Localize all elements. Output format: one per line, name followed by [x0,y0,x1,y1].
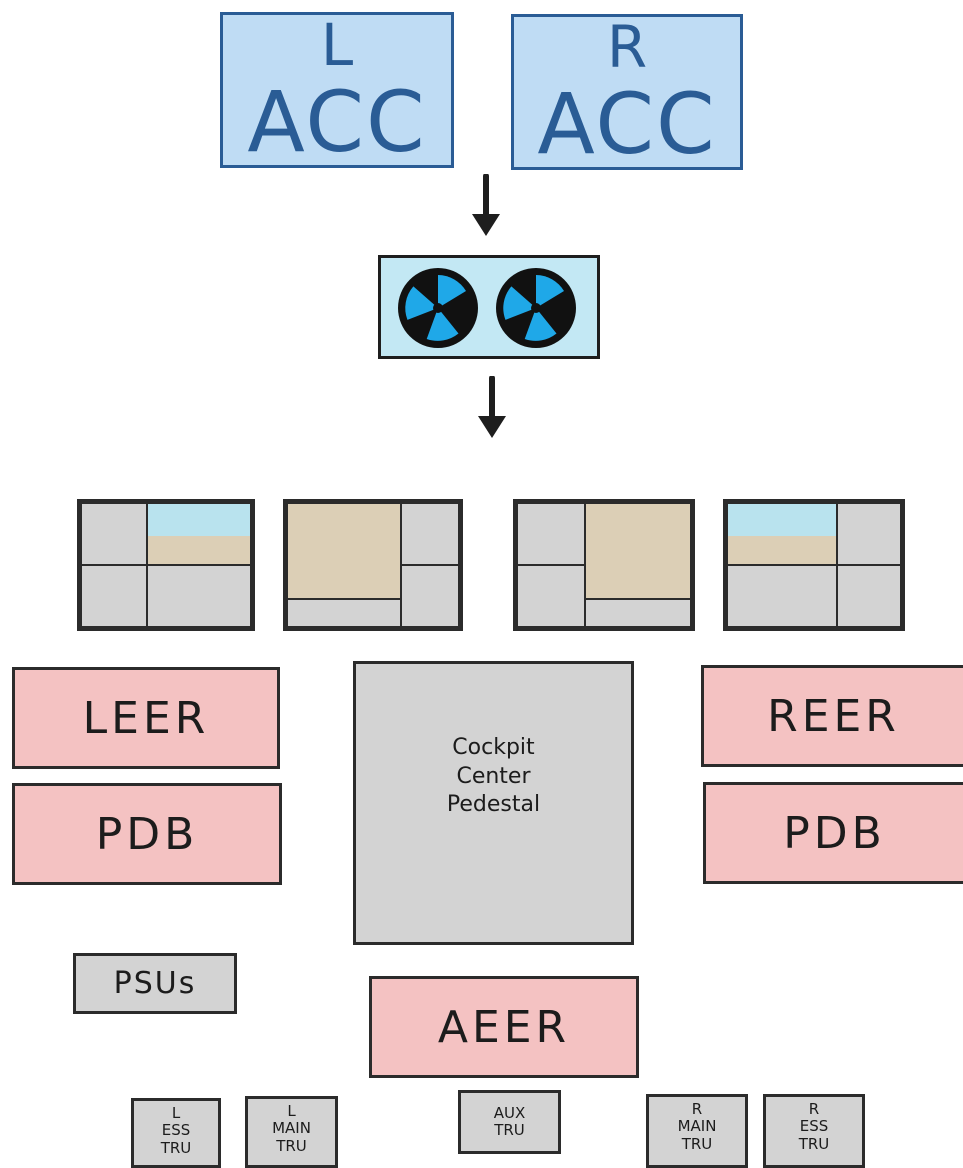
left-acc-box: L ACC [220,12,454,168]
aeer-bay: AEER [369,976,639,1078]
leer-bay: LEER [12,667,280,769]
psus-label: PSUs [113,966,197,1001]
right-pdb-bay: PDB [703,782,963,884]
left-acc-side-label: L [320,11,354,79]
fan-icon [398,268,478,348]
equipment-rack-2 [283,499,463,631]
cooling-fan-unit [378,255,600,359]
right-pdb-label: PDB [783,807,886,859]
down-arrow-icon [472,174,500,236]
left-acc-name-label: ACC [247,73,427,171]
reer-bay: REER [701,665,963,767]
pedestal-label-line-1: Cockpit [452,735,535,760]
equipment-rack-3 [513,499,695,631]
left-pdb-bay: PDB [12,783,282,885]
left-pdb-label: PDB [95,808,199,860]
r-ess-tru: R ESS TRU [763,1094,865,1168]
reer-label: REER [767,690,900,742]
r-main-tru: R MAIN TRU [646,1094,748,1168]
right-acc-name-label: ACC [537,75,717,173]
right-acc-box: R ACC [511,14,743,170]
l-main-tru: L MAIN TRU [245,1096,338,1168]
pedestal-label-line-2: Center [456,763,531,789]
fan-icon [496,268,576,348]
aux-tru: AUX TRU [458,1090,561,1154]
pedestal-label-line-3: Pedestal [446,792,541,818]
leer-label: LEER [82,692,210,744]
cockpit-center-pedestal: Cockpit Center Pedestal [353,661,634,945]
l-ess-tru: L ESS TRU [131,1098,221,1168]
aeer-label: AEER [437,1001,571,1053]
right-acc-side-label: R [606,13,648,81]
psus-box: PSUs [73,953,237,1014]
down-arrow-icon [478,376,506,438]
equipment-rack-4 [723,499,905,631]
equipment-rack-1 [77,499,255,631]
